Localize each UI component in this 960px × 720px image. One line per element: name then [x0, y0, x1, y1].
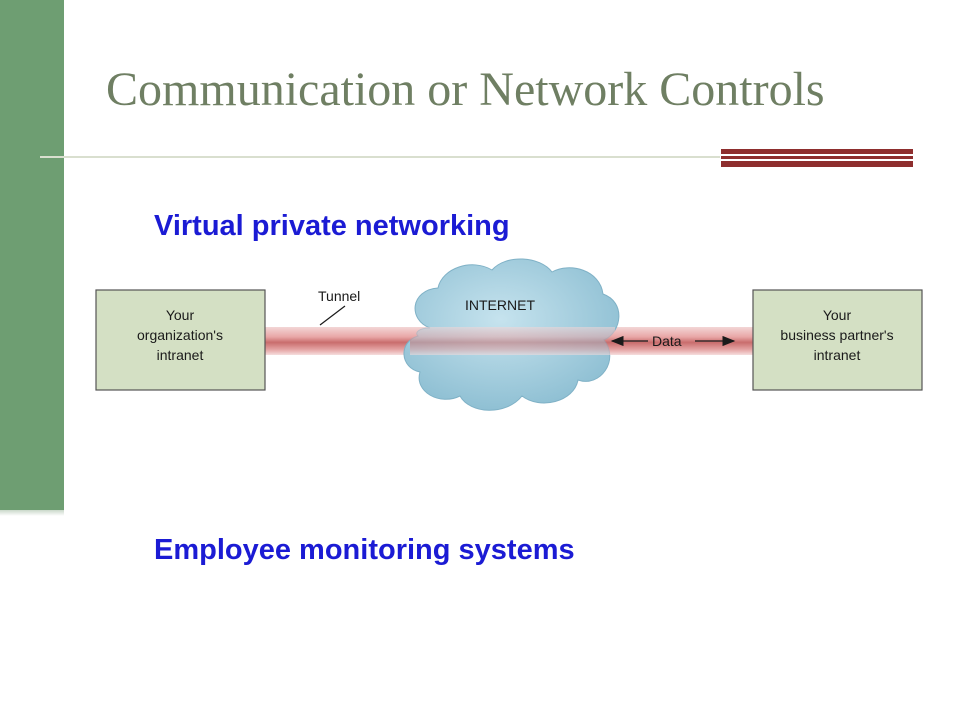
slide-title: Communication or Network Controls: [106, 63, 825, 116]
data-label: Data: [652, 333, 682, 349]
cloud-label: INTERNET: [465, 297, 535, 313]
left-box-line-2: organization's: [137, 327, 223, 343]
title-rule: [40, 156, 720, 158]
accent-bar: [721, 161, 913, 167]
left-intranet-box: Your organization's intranet: [95, 289, 266, 391]
heading-employee-monitoring: Employee monitoring systems: [154, 534, 575, 566]
right-box-line-3: intranet: [814, 347, 861, 363]
tunnel-pointer-line: [319, 305, 346, 326]
right-box-line-1: Your: [823, 307, 852, 323]
left-box-line-3: intranet: [157, 347, 204, 363]
side-accent-bar: [0, 0, 64, 510]
right-intranet-box: Your business partner's intranet: [752, 289, 923, 391]
accent-bar: [721, 156, 913, 159]
tunnel-label: Tunnel: [318, 288, 360, 304]
accent-bar: [721, 149, 913, 154]
heading-virtual-private-networking: Virtual private networking: [154, 210, 510, 242]
left-box-line-1: Your: [166, 307, 195, 323]
vpn-diagram: Your organization's intranet Your busine…: [95, 258, 923, 411]
side-accent-shadow: [0, 510, 64, 516]
tunnel-pipe-overlay: [410, 327, 615, 355]
right-box-line-2: business partner's: [780, 327, 893, 343]
